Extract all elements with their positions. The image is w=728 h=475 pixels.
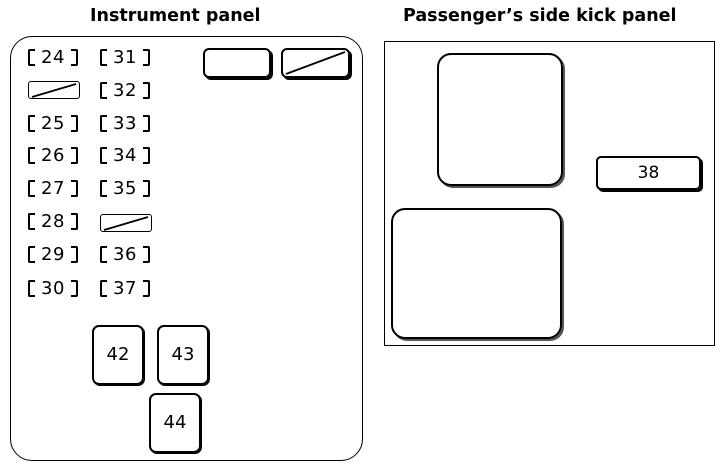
fuse-28: 28 xyxy=(28,211,78,233)
kick-panel-box xyxy=(384,41,715,346)
spare-fuse-slot xyxy=(100,214,152,232)
fuse-37: 37 xyxy=(100,278,150,300)
kick-panel-title: Passenger’s side kick panel xyxy=(403,6,677,26)
fuse-26: 26 xyxy=(28,145,78,167)
spare-fuse-slot xyxy=(28,81,80,99)
fuse-35: 35 xyxy=(100,178,150,200)
instrument-panel-box xyxy=(10,36,363,461)
fuse-38: 38 xyxy=(596,156,701,190)
fuse-32: 32 xyxy=(100,80,150,102)
fuse-31: 31 xyxy=(100,47,150,69)
fuse-24: 24 xyxy=(28,47,78,69)
fuse-42: 42 xyxy=(92,325,144,385)
relay-slot-unused xyxy=(281,48,350,78)
fuse-27: 27 xyxy=(28,178,78,200)
fuse-43: 43 xyxy=(157,325,209,385)
fuse-29: 29 xyxy=(28,244,78,266)
fuse-30: 30 xyxy=(28,278,78,300)
relay-block xyxy=(437,53,563,186)
relay-block xyxy=(391,208,562,339)
relay-slot xyxy=(203,48,271,78)
fuse-44: 44 xyxy=(149,393,201,453)
fuse-33: 33 xyxy=(100,113,150,135)
instrument-panel-title: Instrument panel xyxy=(90,6,261,26)
fuse-25: 25 xyxy=(28,113,78,135)
fuse-34: 34 xyxy=(100,145,150,167)
fuse-36: 36 xyxy=(100,244,150,266)
